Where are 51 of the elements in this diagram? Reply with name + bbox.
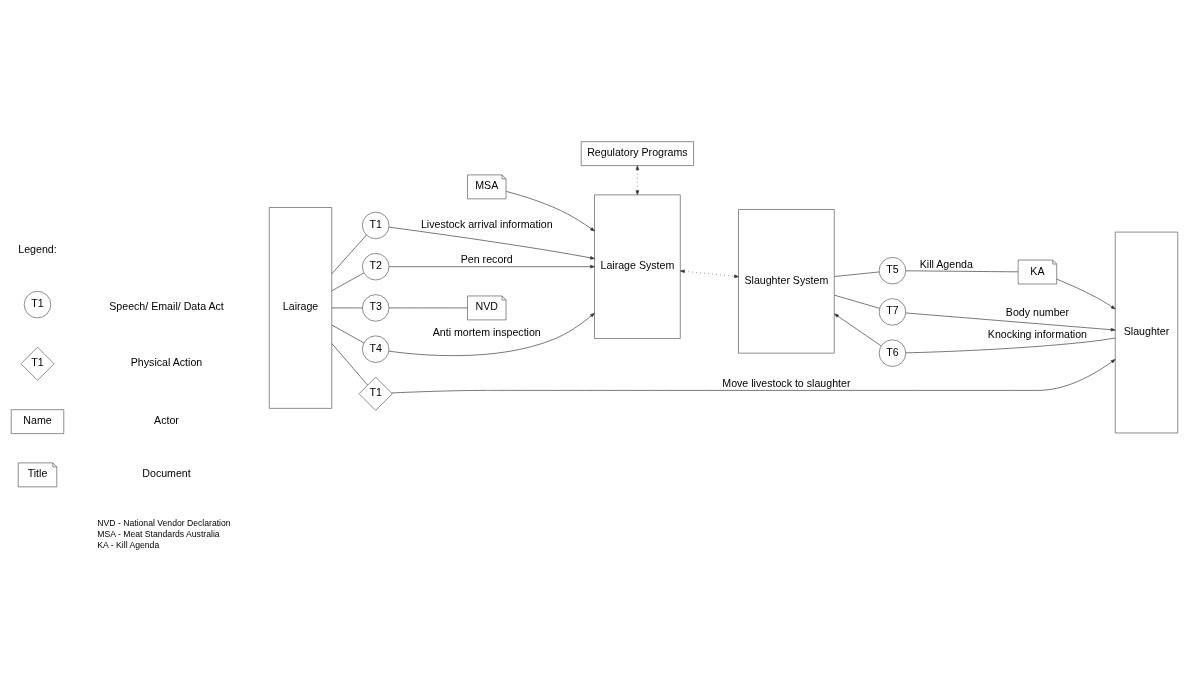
node-box: Name [10,408,65,434]
arrow [1056,278,1116,309]
arrow [506,190,595,231]
node-box: Lairage [268,206,333,409]
edge-label: Anti mortem inspection [432,325,541,338]
connector [331,342,368,385]
legend-label: Document [142,466,191,479]
arrow [905,312,1116,331]
legend-label: Actor [154,413,179,426]
label: KA - Kill Agenda [97,539,160,550]
connector [905,269,1019,272]
arrow [680,269,739,278]
legend-label: Speech/ Email/ Data Act [109,299,224,312]
node-box: Slaughter System [738,208,835,353]
node-circle: T2 [362,252,390,280]
node-circle: T5 [878,256,907,284]
connector [331,234,367,274]
node-circle: T7 [878,297,907,326]
arrow [388,226,595,260]
edge-label: Livestock arrival information [420,217,553,230]
connector [388,307,468,308]
edge-label: Knocking information [987,327,1088,340]
label: NVD - National Vendor Declaration [97,517,231,528]
connector [331,307,363,308]
edge-label: Body number [1005,305,1070,318]
edge-label: Move livestock to slaughter [722,376,851,389]
connector [331,324,365,343]
legend-label: Physical Action [130,355,203,368]
arrow [391,358,1116,393]
arrow [635,165,640,195]
node-box: Regulatory Programs [580,140,694,166]
node-box: Lairage System [594,194,681,339]
node-diamond: T1 [20,346,55,381]
connector [834,271,880,277]
node-box: Slaughter [1114,231,1179,433]
node-circle: T6 [878,339,907,367]
arrow [388,264,595,268]
edge-label: Pen record [460,252,513,265]
label: Legend: [18,242,57,255]
edge-label: Kill Agenda [919,257,973,270]
connector [905,337,1116,353]
arrow [388,312,595,356]
node-circle: T1 [23,290,52,318]
connector [834,294,880,309]
node-circle: T4 [362,335,390,363]
arrow [834,313,882,346]
connector [331,272,365,291]
node-circle: T1 [362,211,390,239]
node-circle: T3 [362,293,390,322]
label: MSA - Meat Standards Australia [97,528,220,539]
node-diamond: T1 [358,376,393,411]
